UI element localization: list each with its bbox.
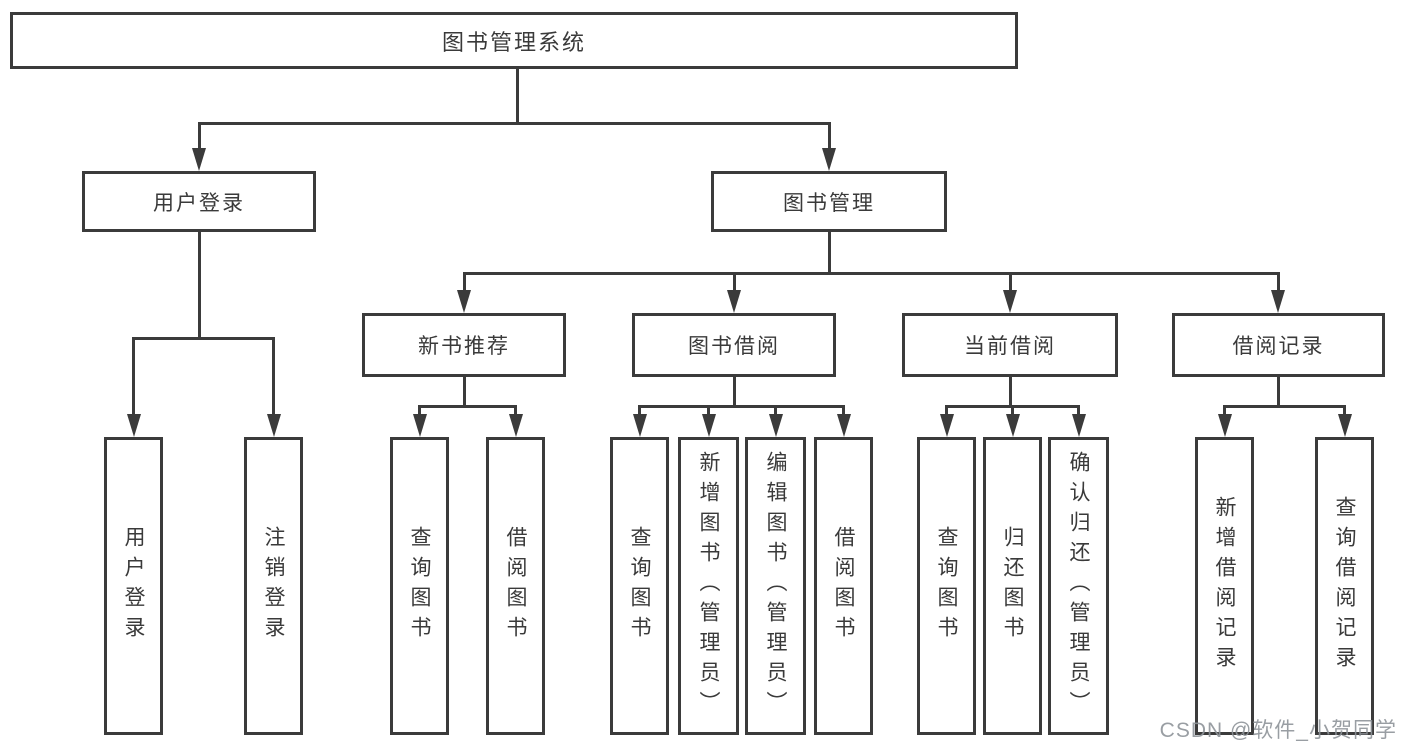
- arrowhead-records: [1271, 290, 1285, 313]
- connector-mgmt-rail: [463, 272, 1279, 275]
- node-current-borrow: 当前借阅: [902, 313, 1118, 377]
- leaf-logout: 注销登录: [244, 437, 303, 735]
- watermark: CSDN @软件_小贺同学: [1159, 719, 1397, 742]
- connector-root-rail: [198, 122, 831, 125]
- node-new-book-label: 新书推荐: [418, 335, 510, 358]
- leaf-borrow-query-label: 查询图书: [628, 526, 651, 646]
- connector-login-drop: [198, 232, 201, 337]
- leaf-records-add: 新增借阅记录: [1195, 437, 1254, 735]
- connector-stem-bb-borrow: [842, 405, 845, 417]
- node-root-label: 图书管理系统: [441, 29, 586, 55]
- leaf-current-return-label: 归还图书: [1001, 526, 1024, 646]
- node-book-mgmt: 图书管理: [711, 171, 947, 232]
- leaf-current-query: 查询图书: [917, 437, 976, 735]
- leaf-newbook-query: 查询图书: [390, 437, 449, 735]
- node-root: 图书管理系统: [10, 12, 1018, 69]
- connector-stem-bb-query: [638, 405, 641, 417]
- connector-stem-logout: [272, 337, 275, 417]
- node-book-borrow: 图书借阅: [632, 313, 836, 377]
- connector-stem-records: [1277, 272, 1280, 294]
- arrowhead-rec-add: [1218, 414, 1232, 437]
- connector-borrow-rail: [638, 405, 845, 408]
- arrowhead-bb-edit: [769, 414, 783, 437]
- leaf-borrow-add-label: 新增图书（管理员）: [697, 451, 720, 721]
- leaf-borrow-edit-label: 编辑图书（管理员）: [764, 451, 787, 721]
- connector-stem-login: [198, 122, 201, 152]
- node-borrow-records-label: 借阅记录: [1232, 335, 1325, 358]
- node-user-login-label: 用户登录: [153, 191, 245, 215]
- arrowhead-bb-query: [633, 414, 647, 437]
- connector-stem-nb-query: [418, 405, 421, 417]
- leaf-records-add-label: 新增借阅记录: [1213, 496, 1236, 676]
- arrowhead-nb-query: [413, 414, 427, 437]
- arrowhead-bb-borrow: [837, 414, 851, 437]
- leaf-borrow-query: 查询图书: [610, 437, 669, 735]
- arrowhead-cb-confirm: [1072, 414, 1086, 437]
- arrowhead-login: [192, 148, 206, 171]
- connector-stem-nb-borrow: [514, 405, 517, 417]
- connector-stem-borrow: [733, 272, 736, 294]
- leaf-current-confirm: 确认归还（管理员）: [1048, 437, 1109, 735]
- arrowhead-newbook: [457, 290, 471, 313]
- node-borrow-records: 借阅记录: [1172, 313, 1385, 377]
- connector-stem-rec-add: [1223, 405, 1226, 417]
- leaf-newbook-borrow: 借阅图书: [486, 437, 545, 735]
- connector-stem-cb-confirm: [1077, 405, 1080, 417]
- node-book-borrow-label: 图书借阅: [688, 335, 780, 358]
- connector-stem-rec-query: [1343, 405, 1346, 417]
- connector-stem-user-login: [132, 337, 135, 417]
- leaf-current-confirm-label: 确认归还（管理员）: [1067, 451, 1090, 721]
- connector-stem-newbook: [463, 272, 466, 294]
- connector-stem-bb-add: [707, 405, 710, 417]
- connector-stem-cb-query: [945, 405, 948, 417]
- connector-newbook-drop: [463, 377, 466, 405]
- connector-root-drop: [516, 69, 519, 122]
- node-new-book: 新书推荐: [362, 313, 566, 377]
- leaf-current-query-label: 查询图书: [935, 526, 958, 646]
- leaf-borrow-edit: 编辑图书（管理员）: [745, 437, 806, 735]
- node-current-borrow-label: 当前借阅: [964, 335, 1056, 358]
- arrowhead-current: [1003, 290, 1017, 313]
- arrowhead-logout: [267, 414, 281, 437]
- arrowhead-user-login: [127, 414, 141, 437]
- arrowhead-cb-return: [1006, 414, 1020, 437]
- connector-stem-mgmt: [828, 122, 831, 152]
- leaf-current-return: 归还图书: [983, 437, 1042, 735]
- arrowhead-rec-query: [1338, 414, 1352, 437]
- arrowhead-cb-query: [940, 414, 954, 437]
- connector-records-rail: [1223, 405, 1346, 408]
- leaf-user-login-label: 用户登录: [122, 526, 145, 646]
- arrowhead-borrow: [727, 290, 741, 313]
- connector-newbook-rail: [418, 405, 517, 408]
- connector-borrow-drop: [733, 377, 736, 405]
- connector-stem-bb-edit: [774, 405, 777, 417]
- connector-mgmt-drop: [828, 232, 831, 272]
- leaf-borrow-borrow-label: 借阅图书: [832, 526, 855, 646]
- node-book-mgmt-label: 图书管理: [783, 191, 875, 215]
- leaf-borrow-borrow: 借阅图书: [814, 437, 873, 735]
- leaf-records-query-label: 查询借阅记录: [1333, 496, 1356, 676]
- connector-login-rail: [132, 337, 275, 340]
- connector-current-drop: [1009, 377, 1012, 405]
- arrowhead-nb-borrow: [509, 414, 523, 437]
- arrowhead-bb-add: [702, 414, 716, 437]
- arrowhead-mgmt: [822, 148, 836, 171]
- connector-stem-current: [1009, 272, 1012, 294]
- leaf-user-login: 用户登录: [104, 437, 163, 735]
- leaf-newbook-query-label: 查询图书: [408, 526, 431, 646]
- connector-records-drop: [1277, 377, 1280, 405]
- leaf-logout-label: 注销登录: [262, 526, 285, 646]
- connector-stem-cb-return: [1011, 405, 1014, 417]
- leaf-borrow-add: 新增图书（管理员）: [678, 437, 739, 735]
- node-user-login: 用户登录: [82, 171, 316, 232]
- leaf-records-query: 查询借阅记录: [1315, 437, 1374, 735]
- leaf-newbook-borrow-label: 借阅图书: [504, 526, 527, 646]
